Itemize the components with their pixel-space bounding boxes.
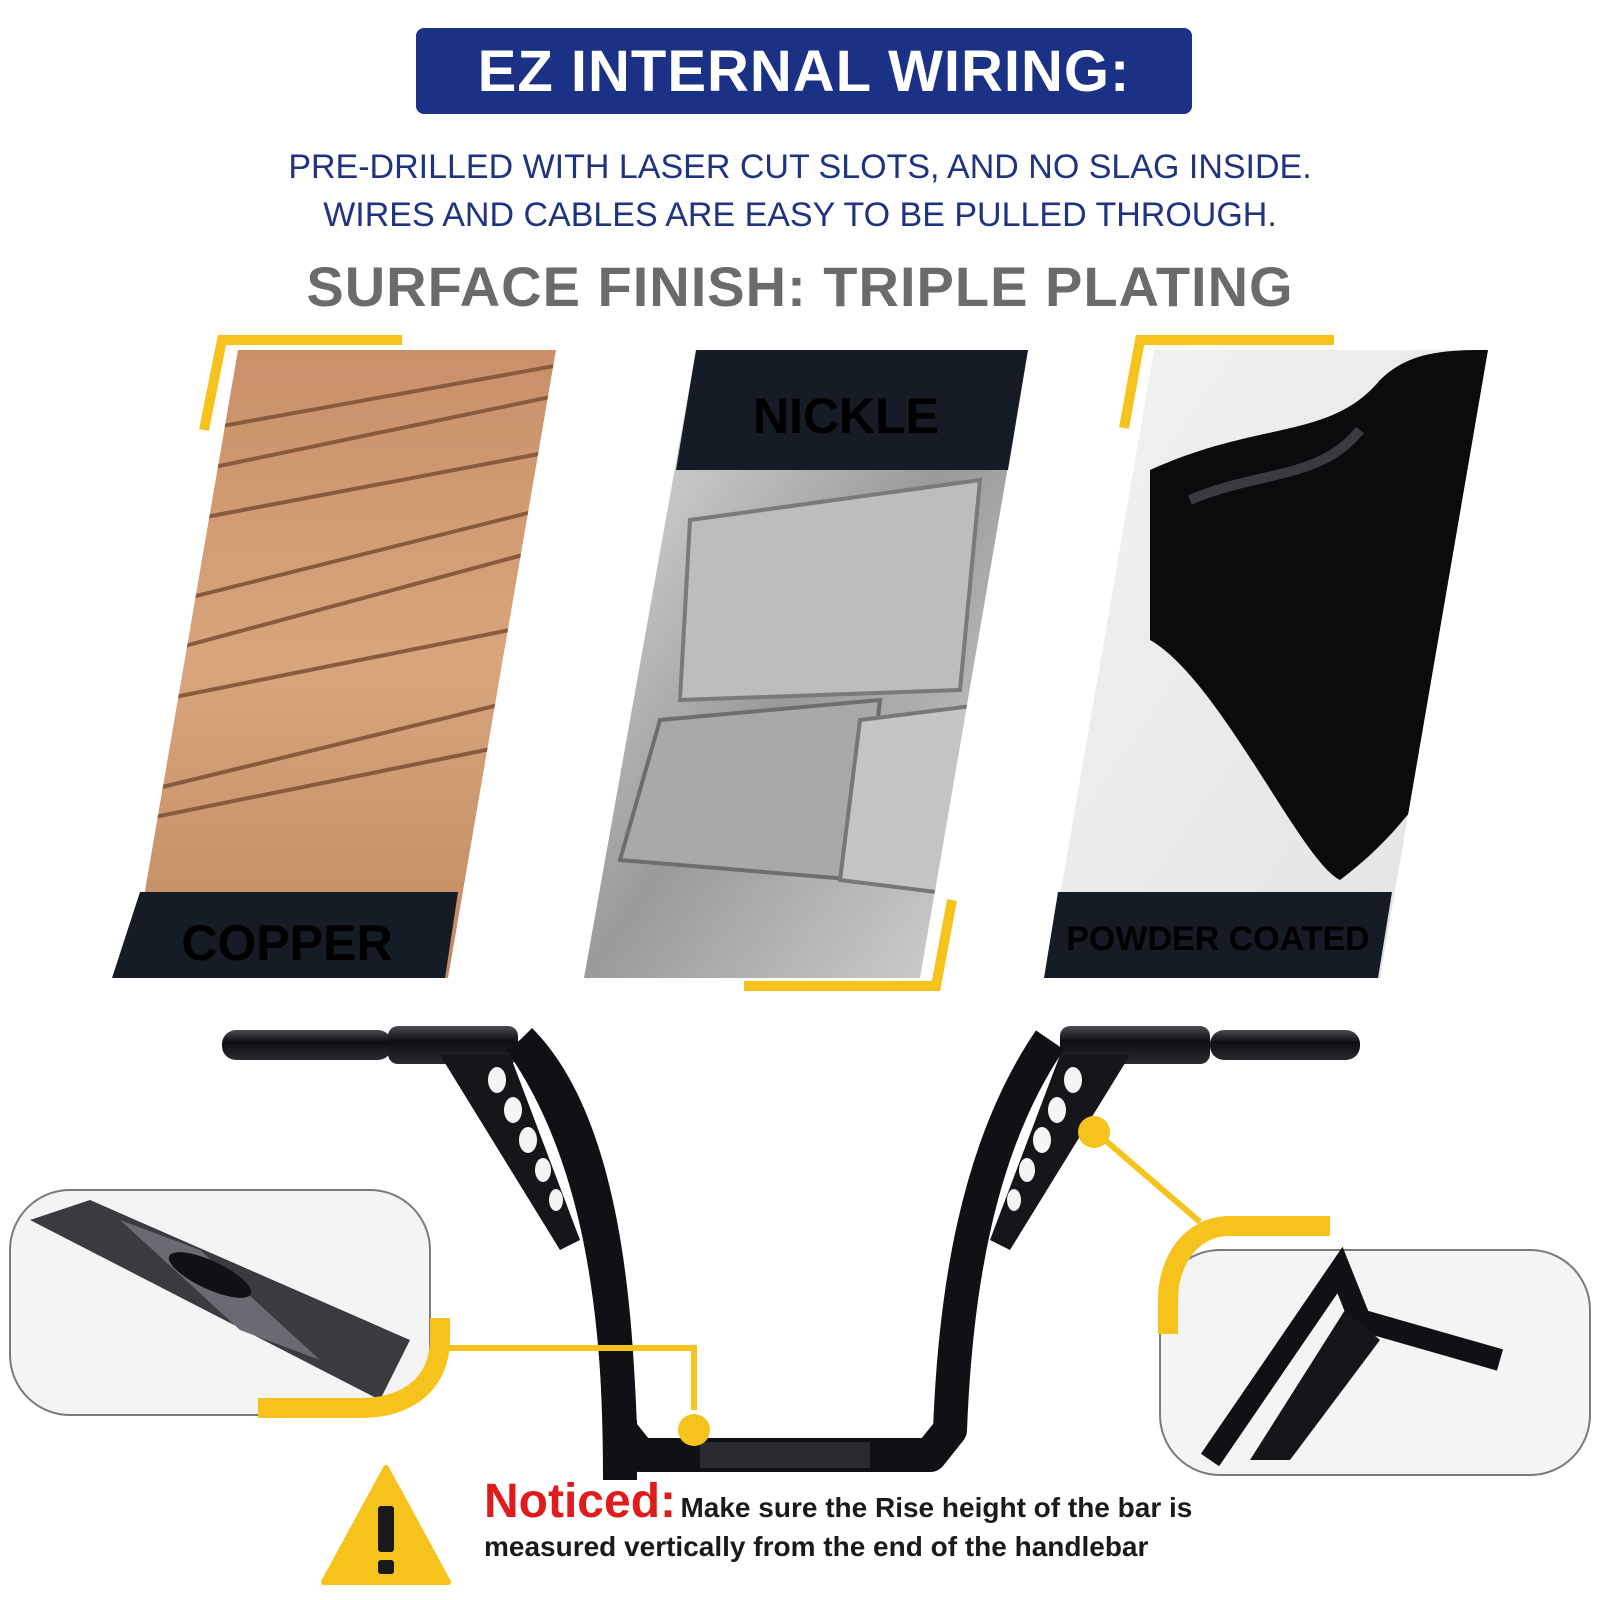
notice-block: Noticed: Make sure the Rise height of th… — [484, 1474, 1584, 1563]
material-panels: COPPER NICKLE POWDER COATED — [112, 335, 1488, 991]
subtitle-line-2: WIRES AND CABLES ARE EASY TO BE PULLED T… — [323, 196, 1277, 234]
notice-line-2: measured vertically from the end of the … — [484, 1531, 1149, 1562]
powder-coated-label: POWDER COATED — [1066, 920, 1369, 958]
copper-label: COPPER — [181, 915, 392, 971]
handlebar-illustration — [9, 1026, 1591, 1481]
powder-coated-panel: POWDER COATED — [1044, 350, 1488, 978]
left-detail-tube — [30, 1200, 410, 1400]
notice-line-1: Make sure the Rise height of the bar is — [680, 1492, 1193, 1523]
warning-triangle-icon — [321, 1465, 451, 1585]
notice-lead: Noticed: — [484, 1475, 676, 1528]
accent-brackets — [199, 335, 1334, 991]
right-detail-gusset — [1200, 1246, 1504, 1467]
nickle-panel: NICKLE — [584, 350, 1028, 978]
surface-finish-title: SURFACE FINISH: TRIPLE PLATING — [306, 255, 1294, 318]
title-banner: EZ INTERNAL WIRING: — [416, 28, 1192, 114]
nickle-label: NICKLE — [753, 388, 939, 444]
subtitle-line-1: PRE-DRILLED WITH LASER CUT SLOTS, AND NO… — [288, 148, 1312, 186]
title-text: EZ INTERNAL WIRING: — [477, 38, 1131, 104]
copper-panel: COPPER — [112, 350, 556, 978]
